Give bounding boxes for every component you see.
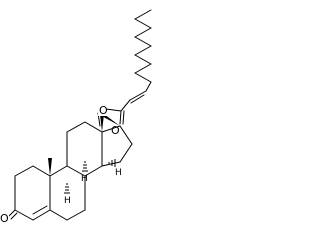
carbonyl-oxygen-label: O <box>111 124 120 137</box>
undecenoyl-chain <box>134 9 152 92</box>
ketone-oxygen-label: O <box>0 212 9 225</box>
methyl-wedge-c10 <box>48 158 52 176</box>
chemical-structure: O O O H H H <box>0 9 152 225</box>
ring-d <box>101 125 133 167</box>
hydrogen-label-c8: H <box>81 174 88 184</box>
hydrogen-hash-c9 <box>64 183 70 194</box>
ring-b <box>49 165 86 221</box>
hydrogen-hash-c14 <box>108 159 116 167</box>
ester-oxygen-label: O <box>99 104 108 117</box>
hydrogen-hash-c8 <box>82 161 88 172</box>
ketone-group <box>8 209 18 220</box>
hydrogen-label-c9: H <box>64 196 71 206</box>
alkene-double-bond <box>129 90 147 104</box>
ring-a <box>14 165 51 221</box>
hydrogen-label-c14: H <box>115 168 122 178</box>
ring-c <box>66 121 103 177</box>
methyl-wedge-c13 <box>100 114 104 132</box>
